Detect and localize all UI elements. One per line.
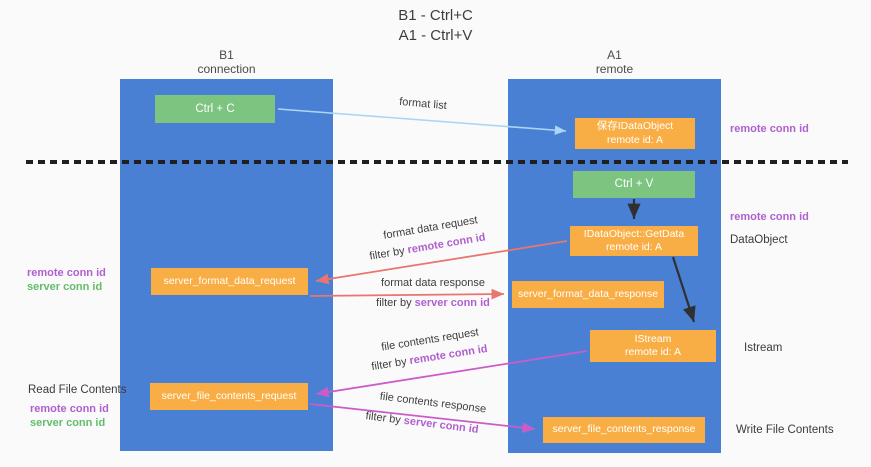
istream-line2: remote id: A <box>624 346 682 358</box>
filter-by-text: filter by <box>368 244 409 263</box>
istream-box: IStream remote id: A <box>590 330 716 362</box>
filter-value-server-conn-id: server conn id <box>414 297 490 309</box>
filter-by-text: filter by <box>376 297 415 309</box>
diagram-title: B1 - Ctrl+C A1 - Ctrl+V <box>0 6 871 46</box>
istream-label: Istream <box>744 342 783 354</box>
format-data-response-label: format data response <box>381 277 485 289</box>
column-a1-name: A1 <box>607 48 622 62</box>
getdata-line1: IDataObject::GetData <box>583 227 685 240</box>
idataobject-getdata-box: IDataObject::GetData remote id: A <box>570 226 698 256</box>
filter-by-text: filter by <box>364 410 405 427</box>
server-conn-id-label-left-mid: server conn id <box>27 281 103 293</box>
server-file-contents-request-box: server_file_contents_request <box>150 383 308 410</box>
server-conn-id-label-left-bottom: server conn id <box>30 417 106 429</box>
remote-conn-id-label-left-bottom: remote conn id <box>30 403 109 415</box>
save-idataobject-line2: remote id: A <box>606 133 664 146</box>
format-list-label: format list <box>398 95 448 113</box>
column-b1-name: B1 <box>219 48 234 62</box>
read-file-contents-label: Read File Contents <box>28 384 127 396</box>
server-format-data-response-box: server_format_data_response <box>512 281 664 308</box>
server-format-data-request-box: server_format_data_request <box>151 268 308 295</box>
remote-conn-id-label-mid: remote conn id <box>730 211 809 223</box>
save-idataobject-line1: 保存IDataObject <box>596 120 674 133</box>
column-header-a1: A1 remote <box>508 48 721 76</box>
server-file-contents-response-box: server_file_contents_response <box>543 417 705 443</box>
dataobject-label: DataObject <box>730 234 788 246</box>
ctrl-c-box: Ctrl + C <box>155 95 275 123</box>
save-idataobject-box: 保存IDataObject remote id: A <box>575 118 695 149</box>
filter-value-server-conn-id: server conn id <box>403 414 480 436</box>
filter-by-text: filter by <box>370 355 411 374</box>
istream-line1: IStream <box>634 332 672 345</box>
title-line-1: B1 - Ctrl+C <box>398 7 473 24</box>
column-header-b1: B1 connection <box>120 48 333 76</box>
column-a1-subtitle: remote <box>595 62 634 76</box>
separator-dashed-line <box>26 160 848 164</box>
remote-conn-id-label-left-mid: remote conn id <box>27 267 106 279</box>
write-file-contents-label: Write File Contents <box>736 424 834 436</box>
ctrl-v-box: Ctrl + V <box>573 171 695 198</box>
format-data-response-filter-label: filter by server conn id <box>363 297 503 309</box>
column-b1-subtitle: connection <box>197 62 256 76</box>
title-line-2: A1 - Ctrl+V <box>398 27 473 44</box>
arrow-format-data-response <box>309 288 505 300</box>
remote-conn-id-label-top: remote conn id <box>730 123 809 135</box>
getdata-line2: remote id: A <box>605 241 663 253</box>
